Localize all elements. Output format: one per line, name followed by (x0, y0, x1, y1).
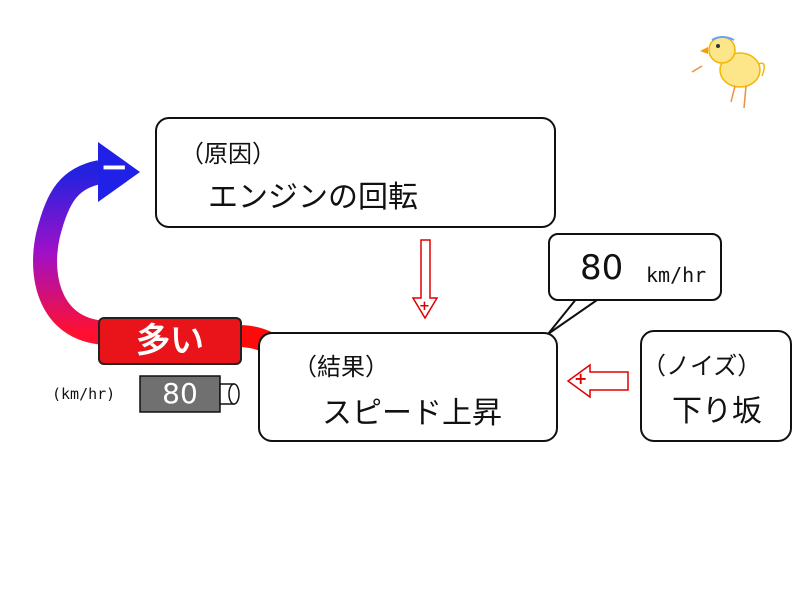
cause-tag: （原因） (180, 140, 276, 168)
speed-callout-unit: km/hr (646, 263, 707, 287)
chick-icon (691, 36, 765, 109)
result-text: スピード上昇 (322, 396, 502, 431)
cause-text: エンジンの回転 (208, 180, 418, 215)
noise-to-result-sign: + (574, 369, 588, 388)
result-tag: （結果） (293, 353, 389, 381)
feedback-sign: − (100, 147, 129, 187)
cause-to-result-arrow (411, 239, 439, 320)
cause-to-result-sign: + (419, 299, 430, 314)
feedback-loop-arc (33, 160, 111, 345)
callout-tail (547, 297, 604, 335)
feedback-loop-arrowhead (98, 142, 140, 202)
cause-box (155, 117, 556, 228)
result-box (258, 332, 558, 442)
meter-unit: (km/hr) (52, 385, 116, 403)
noise-box (640, 330, 792, 442)
speed-callout-value: 80 (580, 248, 624, 288)
meter-value: 80 (162, 377, 198, 410)
speed-callout (548, 233, 722, 301)
noise-text: 下り坂 (672, 394, 762, 429)
feedback-badge (98, 317, 242, 365)
noise-tag: （ノイズ） (642, 352, 762, 380)
noise-to-result-arrow (566, 363, 629, 399)
feedback-badge-text: 多い (136, 321, 204, 361)
meter-body (139, 375, 221, 413)
meter-end (228, 383, 240, 405)
